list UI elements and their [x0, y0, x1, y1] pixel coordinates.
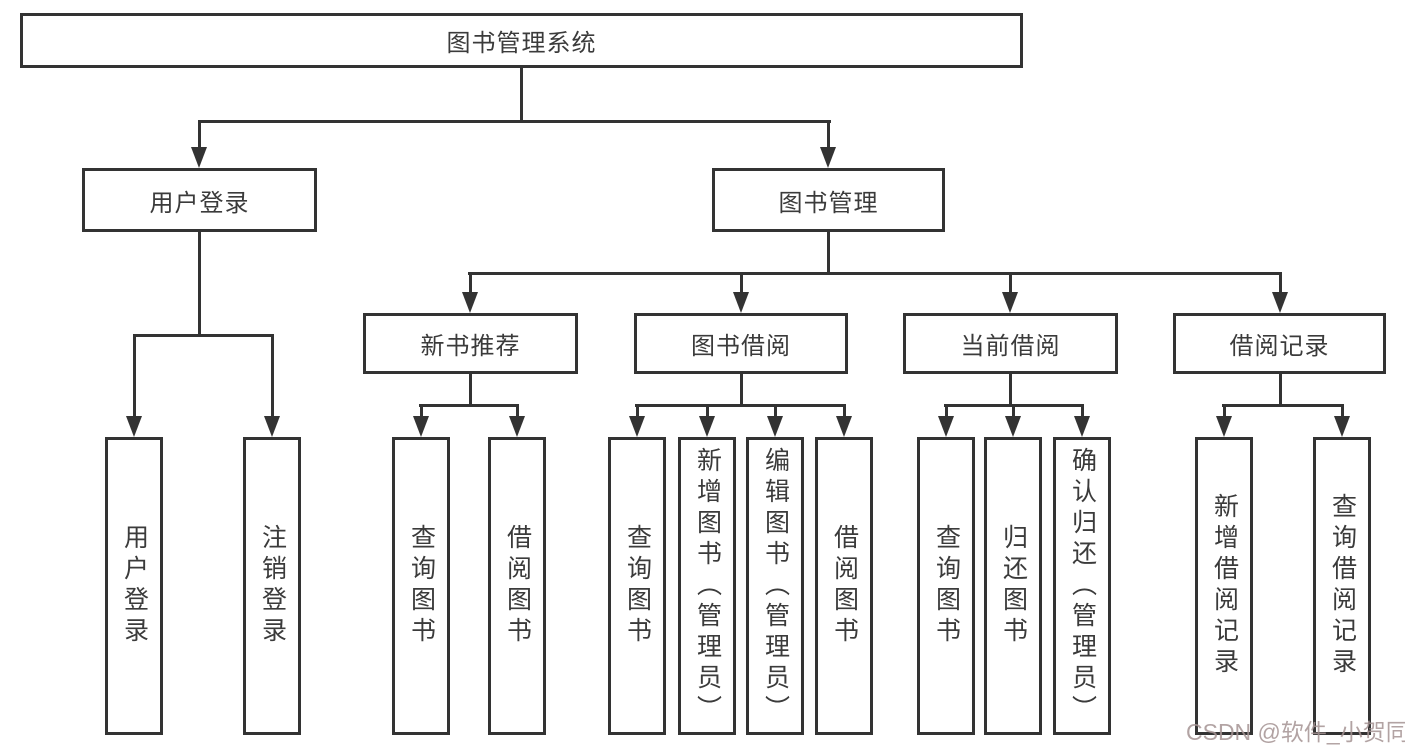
- connector-line: [469, 372, 472, 406]
- connector-line: [420, 404, 423, 418]
- leaf-record-query-record: 查询借阅记录: [1313, 437, 1371, 735]
- leaf-borrow-borrow-book-label: 借阅图书: [830, 524, 859, 648]
- node-new-book-recommend: 新书推荐: [363, 313, 578, 374]
- connector-line: [1279, 272, 1282, 293]
- connector-line: [843, 404, 846, 418]
- connector-line: [133, 334, 274, 337]
- node-book-management: 图书管理: [712, 168, 945, 232]
- connector-line: [1081, 404, 1084, 418]
- arrowhead-down-icon: [1334, 416, 1350, 437]
- node-book-borrow-label: 图书借阅: [691, 333, 791, 360]
- leaf-borrow-borrow-book: 借阅图书: [815, 437, 873, 735]
- leaf-borrow-add-book-admin: 新增图书（管理员）: [678, 437, 736, 735]
- connector-line: [1012, 404, 1015, 418]
- arrowhead-down-icon: [1074, 416, 1090, 437]
- connector-line: [1341, 404, 1344, 418]
- node-borrow-record: 借阅记录: [1173, 313, 1386, 374]
- arrowhead-down-icon: [733, 292, 749, 313]
- connector-line: [827, 120, 830, 148]
- arrowhead-down-icon: [126, 416, 142, 437]
- connector-line: [468, 272, 1282, 275]
- connector-line: [740, 272, 743, 293]
- connector-line: [740, 372, 743, 406]
- connector-line: [520, 66, 523, 122]
- leaf-recommend-borrow-book-label: 借阅图书: [503, 524, 532, 648]
- leaf-record-query-record-label: 查询借阅记录: [1328, 493, 1357, 679]
- leaf-borrow-query-book: 查询图书: [608, 437, 666, 735]
- leaf-user-login-label: 用户登录: [120, 524, 149, 648]
- arrowhead-down-icon: [836, 416, 852, 437]
- arrowhead-down-icon: [1005, 416, 1021, 437]
- arrowhead-down-icon: [413, 416, 429, 437]
- connector-line: [1279, 372, 1282, 406]
- arrowhead-down-icon: [1272, 292, 1288, 313]
- leaf-current-return-book: 归还图书: [984, 437, 1042, 735]
- arrowhead-down-icon: [462, 292, 478, 313]
- connector-line: [706, 404, 709, 418]
- node-new-book-recommend-label: 新书推荐: [420, 333, 521, 360]
- arrowhead-down-icon: [938, 416, 954, 437]
- node-current-borrow: 当前借阅: [903, 313, 1118, 374]
- watermark: CSDN @软件_小贺同学: [1186, 719, 1405, 745]
- connector-line: [133, 334, 136, 417]
- arrowhead-down-icon: [509, 416, 525, 437]
- connector-line: [198, 120, 831, 123]
- node-root-label: 图书管理系统: [446, 30, 597, 57]
- leaf-borrow-edit-book-admin: 编辑图书（管理员）: [746, 437, 804, 735]
- leaf-borrow-add-book-admin-label: 新增图书（管理员）: [693, 446, 722, 726]
- arrowhead-down-icon: [264, 416, 280, 437]
- arrowhead-down-icon: [820, 147, 836, 168]
- connector-line: [198, 230, 201, 336]
- leaf-current-query-book: 查询图书: [917, 437, 975, 735]
- leaf-recommend-borrow-book: 借阅图书: [488, 437, 546, 735]
- connector-line: [1223, 404, 1226, 418]
- arrowhead-down-icon: [191, 147, 207, 168]
- connector-line: [516, 404, 519, 418]
- leaf-borrow-edit-book-admin-label: 编辑图书（管理员）: [761, 446, 790, 726]
- leaf-recommend-query-book: 查询图书: [392, 437, 450, 735]
- leaf-logout: 注销登录: [243, 437, 301, 735]
- connector-line: [1009, 372, 1012, 406]
- leaf-recommend-query-book-label: 查询图书: [407, 524, 436, 648]
- node-user-login: 用户登录: [82, 168, 317, 232]
- node-book-management-label: 图书管理: [778, 189, 879, 217]
- leaf-user-login: 用户登录: [105, 437, 163, 735]
- arrowhead-down-icon: [699, 416, 715, 437]
- connector-line: [827, 230, 830, 274]
- connector-line: [636, 404, 639, 418]
- connector-line: [1009, 272, 1012, 293]
- leaf-record-add-record: 新增借阅记录: [1195, 437, 1253, 735]
- arrowhead-down-icon: [1002, 292, 1018, 313]
- connector-line: [774, 404, 777, 418]
- node-user-login-label: 用户登录: [149, 189, 250, 217]
- node-root: 图书管理系统: [20, 13, 1023, 68]
- connector-line: [271, 334, 274, 417]
- connector-line: [469, 272, 472, 293]
- leaf-logout-label: 注销登录: [258, 524, 287, 648]
- connector-line: [1222, 404, 1344, 407]
- leaf-borrow-query-book-label: 查询图书: [623, 524, 652, 648]
- arrowhead-down-icon: [629, 416, 645, 437]
- leaf-record-add-record-label: 新增借阅记录: [1210, 493, 1239, 679]
- leaf-current-confirm-return-admin-label: 确认归还（管理员）: [1068, 446, 1097, 726]
- leaf-current-return-book-label: 归还图书: [999, 524, 1028, 648]
- connector-line: [419, 404, 519, 407]
- connector-line: [198, 120, 201, 148]
- connector-line: [635, 404, 846, 407]
- leaf-current-confirm-return-admin: 确认归还（管理员）: [1053, 437, 1111, 735]
- node-borrow-record-label: 借阅记录: [1229, 333, 1330, 360]
- node-current-borrow-label: 当前借阅: [960, 333, 1061, 360]
- connector-line: [945, 404, 948, 418]
- leaf-current-query-book-label: 查询图书: [932, 524, 961, 648]
- arrowhead-down-icon: [1216, 416, 1232, 437]
- node-book-borrow: 图书借阅: [634, 313, 848, 374]
- arrowhead-down-icon: [767, 416, 783, 437]
